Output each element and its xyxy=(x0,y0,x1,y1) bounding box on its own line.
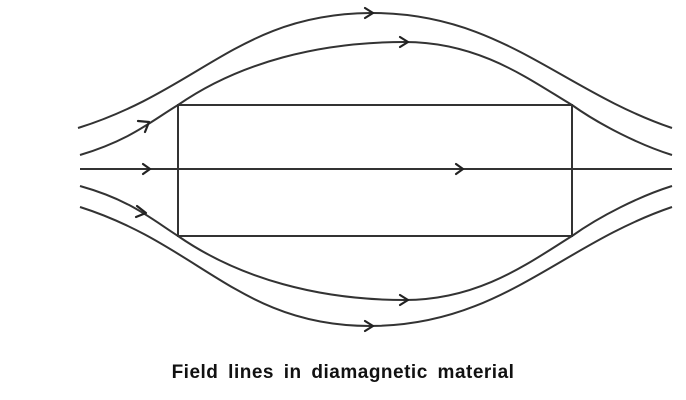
field-line-bottom-inner xyxy=(79,185,673,302)
arrow-icon xyxy=(363,319,375,333)
arrow-icon xyxy=(398,293,410,307)
field-line-bottom-outer xyxy=(79,206,673,328)
arrow-icon xyxy=(363,6,375,20)
arrow-icon xyxy=(136,119,151,134)
field-line-top-outer xyxy=(77,11,673,129)
arrow-icon xyxy=(398,35,410,49)
arrow-icon xyxy=(454,162,465,176)
diamagnetic-material-block xyxy=(177,104,573,237)
arrow-icon xyxy=(134,204,148,219)
field-line-top-inner xyxy=(79,40,673,156)
diagram-caption: Field lines in diamagnetic material xyxy=(171,362,515,383)
arrow-icon xyxy=(141,162,152,176)
